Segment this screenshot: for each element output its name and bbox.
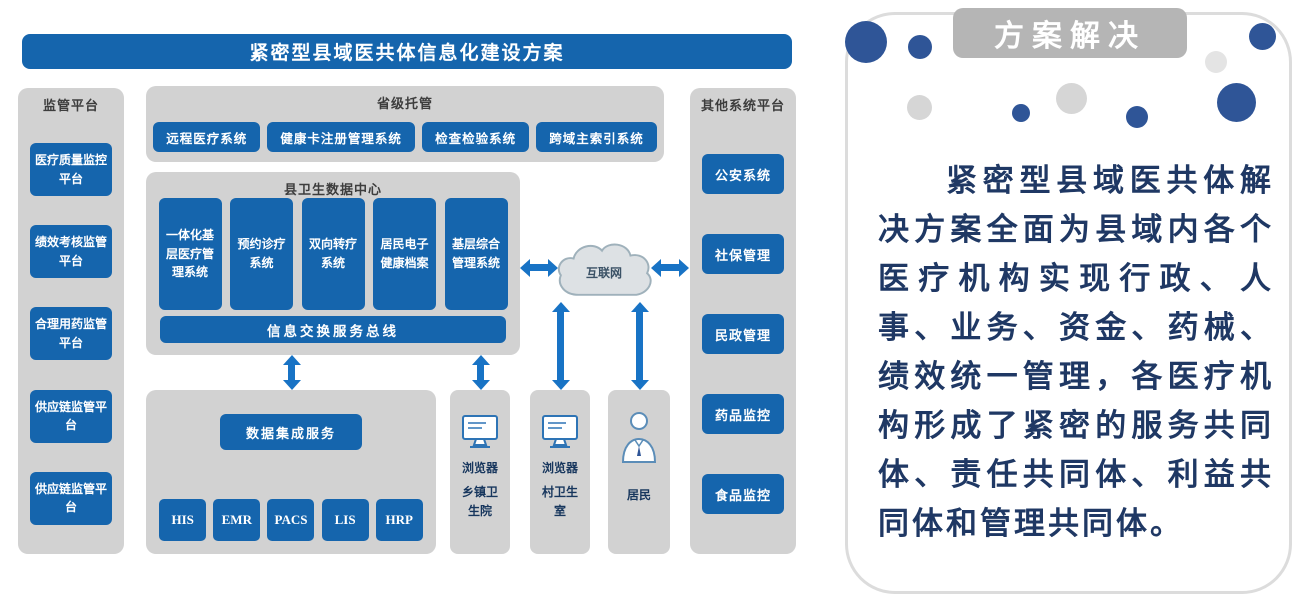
county-item-appointment: 预约诊疗系统 — [230, 198, 293, 310]
decor-circle — [845, 21, 887, 63]
arrow-bus-integration — [282, 355, 301, 390]
other-systems-panel: 其他系统平台 公安系统 社保管理 民政管理 药品监控 食品监控 — [690, 88, 796, 554]
supervision-item-supplychain-1: 供应链监管平台 — [30, 389, 112, 443]
terminal-resident-label: 居民 — [626, 488, 651, 502]
arrow-datacenter-internet — [520, 258, 558, 277]
system-his: HIS — [159, 499, 207, 541]
provincial-hosting-label: 省级托管 — [376, 96, 433, 111]
other-item-civil-affairs: 民政管理 — [702, 314, 784, 354]
other-item-public-security: 公安系统 — [702, 154, 784, 194]
monitor-icon — [540, 414, 580, 450]
county-item-referral: 双向转疗系统 — [301, 198, 365, 310]
decor-circle — [1217, 83, 1256, 122]
arrow-internet-resident — [630, 302, 649, 390]
diagram-title: 紧密型县域医共体信息化建设方案 — [22, 34, 792, 69]
county-item-ehr: 居民电子健康档案 — [373, 198, 436, 310]
terminal-township-label: 乡镇卫生院 — [461, 485, 498, 518]
arrow-internet-othersystems — [651, 258, 689, 277]
other-item-food-monitoring: 食品监控 — [702, 474, 784, 514]
provincial-item-healthcard: 健康卡注册管理系统 — [267, 122, 415, 152]
system-pacs: PACS — [267, 499, 315, 541]
decor-circle — [1012, 104, 1030, 122]
other-item-social-security: 社保管理 — [702, 234, 784, 274]
decor-circle — [907, 95, 932, 120]
monitor-icon — [460, 414, 500, 450]
supervision-platform-label: 监管平台 — [42, 98, 99, 113]
arrow-datacenter-township — [471, 355, 490, 390]
terminal-village-clinic: 浏览器 村卫生室 — [530, 390, 590, 554]
data-integration-panel: 数据集成服务 HIS EMR PACS LIS HRP — [146, 390, 436, 554]
internet-label: 互联网 — [585, 266, 622, 280]
terminal-resident: 居民 — [608, 390, 670, 554]
cloud-icon — [557, 243, 652, 296]
supervision-platform-items: 医疗质量监控平台 绩效考核监管平台 合理用药监管平台 供应链监管平台 供应链监管… — [18, 114, 124, 554]
information-exchange-bus: 信息交换服务总线 — [160, 316, 506, 343]
supervision-item-performance: 绩效考核监管平台 — [30, 225, 112, 279]
terminal-village-label: 村卫生室 — [541, 485, 578, 518]
decor-circle — [1205, 51, 1227, 73]
arrow-internet-village — [551, 302, 570, 390]
decor-circle — [1126, 106, 1148, 128]
internet-cloud: 互联网 — [553, 234, 655, 306]
solution-badge: 方案解决 — [953, 8, 1187, 58]
supervision-item-medication: 合理用药监管平台 — [30, 307, 112, 361]
terminal-browser-label: 浏览器 — [541, 461, 578, 475]
supervision-item-quality: 医疗质量监控平台 — [30, 143, 112, 197]
county-data-center-label: 县卫生数据中心 — [283, 182, 382, 197]
other-systems-items: 公安系统 社保管理 民政管理 药品监控 食品监控 — [690, 114, 796, 554]
system-hrp: HRP — [375, 499, 423, 541]
other-systems-label: 其他系统平台 — [700, 98, 785, 113]
decor-circle — [1249, 23, 1276, 50]
system-lis: LIS — [321, 499, 369, 541]
solution-paragraph: 紧密型县域医共体解决方案全面为县域内各个医疗机构实现行政、人事、业务、资金、药械… — [878, 163, 1274, 541]
county-data-center-panel: 县卫生数据中心 一体化基层医疗管理系统 预约诊疗系统 双向转疗系统 居民电子健康… — [146, 172, 520, 355]
decor-circle — [1056, 83, 1087, 114]
system-emr: EMR — [213, 499, 261, 541]
data-integration-service: 数据集成服务 — [220, 414, 362, 450]
hospital-systems-row: HIS EMR PACS LIS HRP — [152, 499, 430, 541]
provincial-item-master-index: 跨域主索引系统 — [536, 122, 657, 152]
provincial-hosting-items: 远程医疗系统 健康卡注册管理系统 检查检验系统 跨域主索引系统 — [146, 112, 664, 162]
decor-circle — [908, 35, 932, 59]
other-item-drug-monitoring: 药品监控 — [702, 394, 784, 434]
supervision-platform-panel: 监管平台 医疗质量监控平台 绩效考核监管平台 合理用药监管平台 供应链监管平台 … — [18, 88, 124, 554]
terminal-browser-label: 浏览器 — [461, 461, 498, 475]
supervision-item-supplychain-2: 供应链监管平台 — [30, 471, 112, 525]
provincial-item-telemedicine: 远程医疗系统 — [153, 122, 261, 152]
county-item-integrated-primary-care: 一体化基层医疗管理系统 — [158, 198, 222, 310]
county-item-comprehensive-mgmt: 基层综合管理系统 — [444, 198, 508, 310]
person-icon — [619, 410, 659, 464]
provincial-hosting-panel: 省级托管 远程医疗系统 健康卡注册管理系统 检查检验系统 跨域主索引系统 — [146, 86, 664, 162]
terminal-township-hospital: 浏览器 乡镇卫生院 — [450, 390, 510, 554]
provincial-item-examination: 检查检验系统 — [422, 122, 530, 152]
county-data-center-items: 一体化基层医疗管理系统 预约诊疗系统 双向转疗系统 居民电子健康档案 基层综合管… — [146, 198, 520, 310]
